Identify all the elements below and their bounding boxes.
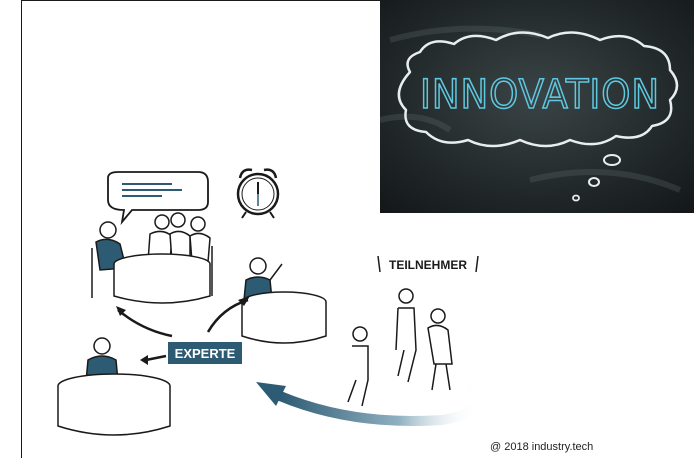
participants-label-banner: TEILNEHMER (377, 255, 479, 273)
participants-group (347, 288, 453, 407)
expert-label-badge: EXPERTE (168, 342, 242, 364)
group-table (91, 212, 213, 304)
speech-bubble-icon (107, 171, 209, 226)
return-arrow (275, 381, 483, 426)
innovation-word: INNOVATION (420, 72, 660, 118)
thought-cloud (397, 31, 679, 148)
copyright-text: @ 2018 industry.tech (490, 441, 594, 453)
frame-left-border (21, 0, 22, 458)
middle-table (241, 257, 327, 344)
frame-top-border (21, 0, 694, 1)
expert-label: EXPERTE (175, 346, 236, 361)
alarm-clock-icon (236, 168, 280, 219)
participants-label: TEILNEHMER (389, 258, 467, 272)
world-cafe-illustration: EXPERTE TEILNEHMER (57, 168, 483, 436)
chalkboard-image: INNOVATION (380, 0, 694, 213)
expert-table (57, 337, 171, 436)
